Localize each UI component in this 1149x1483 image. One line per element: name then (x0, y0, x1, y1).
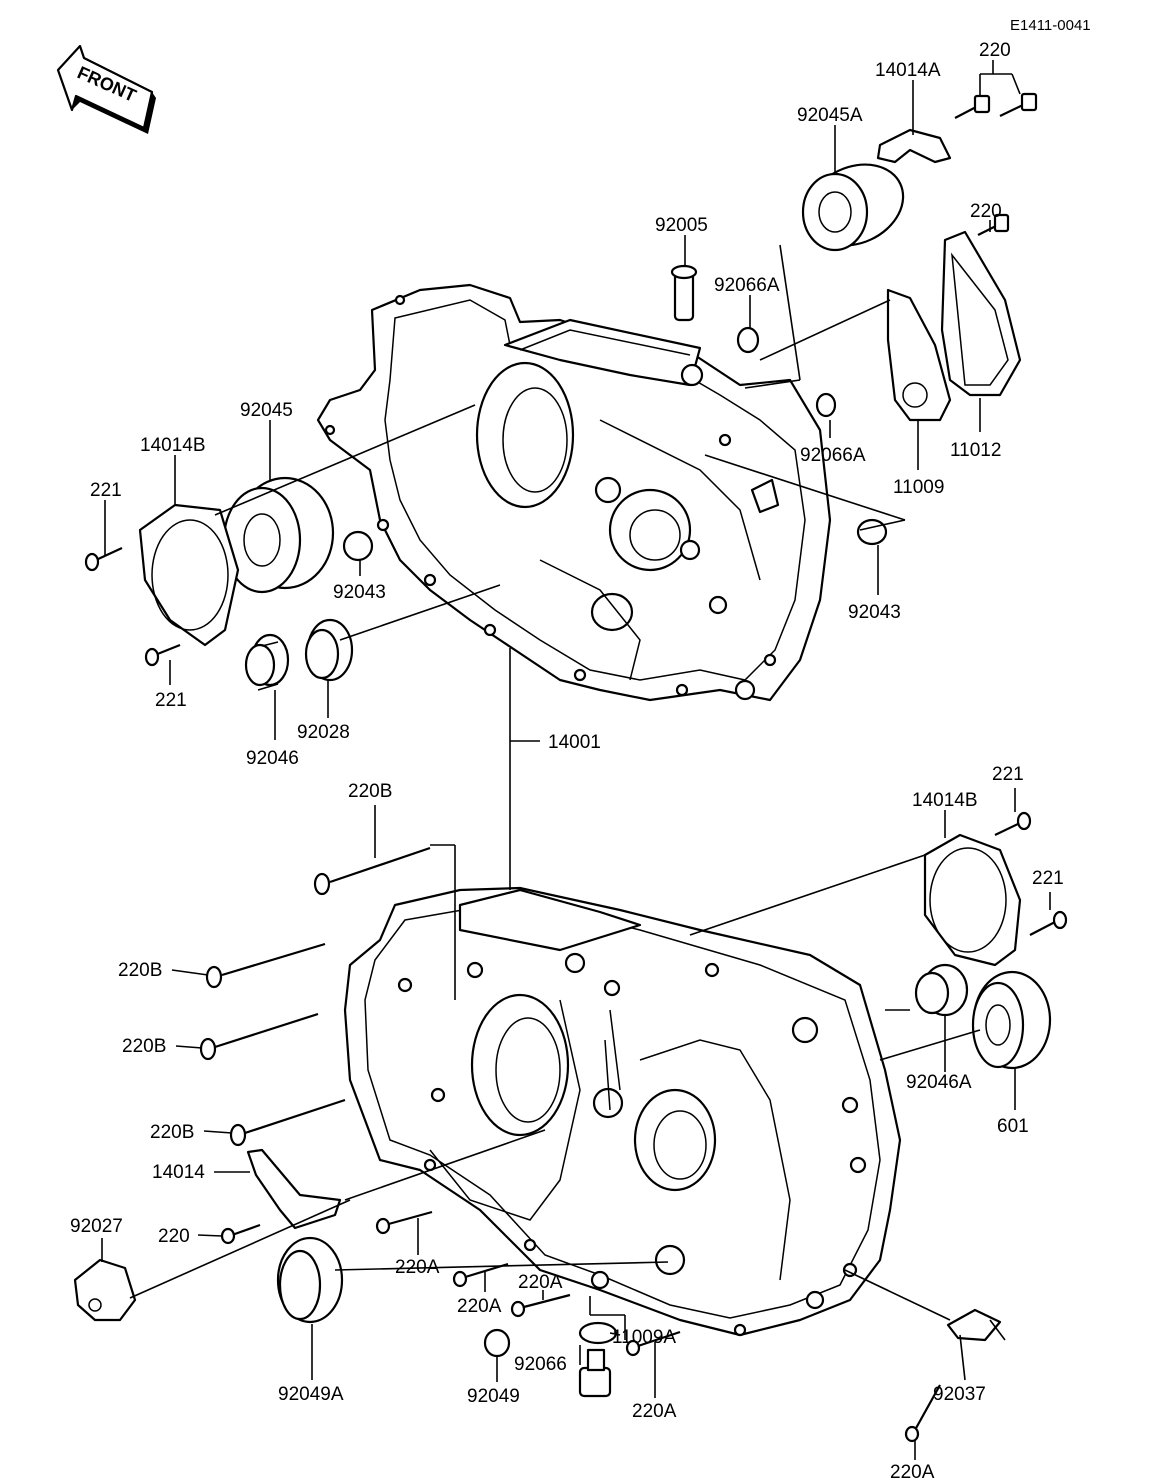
part-label: 14014B (912, 790, 978, 811)
part-label: 220A (518, 1272, 563, 1293)
washer-92049 (483, 1328, 511, 1358)
part-label: 14014A (875, 60, 941, 81)
bearing-92046A (914, 963, 969, 1017)
screw-221-left-bottom (144, 643, 181, 667)
dowel-92043-left (342, 530, 374, 562)
seal-92049A (276, 1236, 344, 1324)
leader-lines (101, 60, 1051, 1460)
gasket-11009A (578, 1321, 618, 1345)
seal-92066A-1 (736, 326, 760, 354)
part-labels: 220 14014A 92045A 92005 220 92066A 92045… (70, 40, 1064, 1483)
diagram-code: E1411-0041 (1010, 17, 1091, 34)
screw-221-right-mid (1029, 910, 1068, 936)
screw-221-left-top (84, 547, 123, 572)
upper-crankcase-half (316, 283, 832, 702)
part-label: 221 (90, 480, 122, 501)
part-label: 220 (970, 201, 1002, 222)
bearing-92045A (801, 163, 905, 252)
bolt-220-top-left (954, 94, 991, 119)
bolt-220B-1 (205, 942, 326, 989)
part-label: 92066 (514, 1354, 567, 1375)
part-label: 220 (158, 1226, 190, 1247)
bolt-220B-top (313, 846, 431, 896)
front-arrow-icon: FRONT (56, 44, 156, 134)
bolt-220A-3 (510, 1293, 571, 1318)
part-label: 92049 (467, 1386, 520, 1407)
part-label: 92049A (278, 1384, 344, 1405)
bracket-14014 (246, 1148, 342, 1230)
clip-92037 (946, 1308, 1002, 1342)
cover-14014B-right (923, 833, 1022, 967)
part-label: 92043 (333, 582, 386, 603)
part-label: 14014B (140, 435, 206, 456)
bolt-220B-3 (229, 1098, 346, 1147)
part-label: 92046 (246, 748, 299, 769)
part-label: 92028 (297, 722, 350, 743)
part-label: 92066A (714, 275, 780, 296)
part-label: 14001 (548, 732, 601, 753)
bearing-92046 (244, 633, 290, 691)
part-label: 11012 (950, 440, 1001, 461)
part-label: 220B (150, 1122, 194, 1143)
part-label: 220 (979, 40, 1011, 61)
collar-92028 (304, 618, 354, 682)
part-label: 220B (122, 1036, 166, 1057)
bracket-14014A (876, 128, 952, 164)
part-label: 220A (632, 1401, 677, 1422)
lower-crankcase-half (343, 886, 902, 1337)
part-label: 92027 (70, 1216, 123, 1237)
dowel-92043-right (856, 518, 888, 546)
part-label: 220B (118, 960, 162, 981)
cap-92027 (73, 1258, 137, 1322)
part-label: 221 (155, 690, 187, 711)
part-label: 11009A (612, 1327, 676, 1348)
cover-14014B-left (138, 503, 240, 647)
bolt-220B-2 (199, 1012, 319, 1061)
part-label: 92066A (800, 445, 866, 466)
part-label: 92043 (848, 602, 901, 623)
dowel-92005 (670, 264, 698, 322)
part-label: 221 (992, 764, 1024, 785)
part-label: 220B (348, 781, 392, 802)
bolt-220A-2 (452, 1262, 509, 1288)
bolt-220-right (977, 213, 1010, 236)
part-label: 220A (395, 1257, 440, 1278)
plug-92066 (578, 1348, 612, 1398)
part-label: 92045 (240, 400, 293, 421)
part-label: 220A (457, 1296, 502, 1317)
bolt-220A-1 (375, 1210, 433, 1235)
bearing-601 (971, 970, 1052, 1070)
seal-92066A-2 (815, 392, 837, 418)
part-label: 221 (1032, 868, 1064, 889)
bearing-92045 (222, 476, 335, 594)
screw-221-right-top (994, 811, 1032, 836)
bolt-220-top-right (999, 92, 1038, 117)
part-label: 92046A (906, 1072, 972, 1093)
part-label: 92005 (655, 215, 708, 236)
bolt-220A-5 (904, 1384, 941, 1443)
part-label: 92045A (797, 105, 863, 126)
part-label: 14014 (152, 1162, 205, 1183)
bolt-220-left (220, 1223, 261, 1245)
part-label: 601 (997, 1116, 1029, 1137)
bolt-220A-4 (625, 1330, 681, 1357)
part-label: 220A (890, 1462, 935, 1483)
part-label: 11009 (893, 477, 944, 498)
part-label: 92037 (933, 1384, 986, 1405)
gasket-11009 (886, 288, 952, 422)
